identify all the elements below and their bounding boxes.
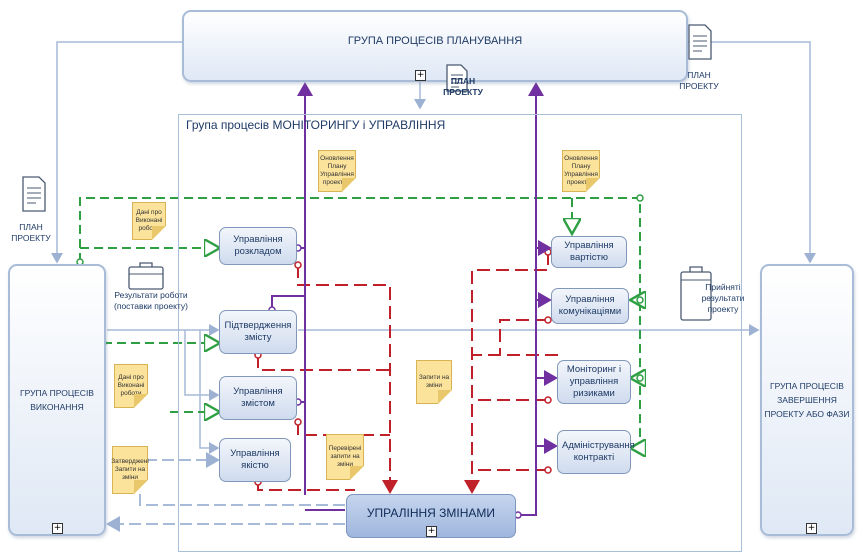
closing-expand-icon[interactable]: + xyxy=(806,523,817,534)
note-plan-update-right: Оновлення Плану Управління проектом xyxy=(562,150,600,192)
note-plan-update-left: Оновлення Плану Управління проектом xyxy=(318,150,356,192)
briefcase-icon xyxy=(680,266,712,321)
document-icon xyxy=(22,176,46,212)
execution-expand-icon[interactable]: + xyxy=(52,523,63,534)
process-label: Моніторинг і управління ризиками xyxy=(566,364,622,399)
monitoring-control-title: Група процесів МОНІТОРИНГУ і УПРАВЛІННЯ xyxy=(186,118,446,132)
planning-expand-icon[interactable]: + xyxy=(415,70,426,81)
process-scope-validation[interactable]: Підтвердження змісту xyxy=(219,310,297,354)
closing-process-group[interactable]: ГРУПА ПРОЦЕСІВ ЗАВЕРШЕННЯ ПРОЕКТУ АБО ФА… xyxy=(760,264,854,536)
process-cost-control[interactable]: Управління вартістю xyxy=(551,236,627,268)
note-work-data-top: Дані про Виконані роботи xyxy=(132,202,166,240)
note-change-requests: Запити на зміни xyxy=(416,360,452,404)
execution-title: ГРУПА ПРОЦЕСІВ ВИКОНАННЯ xyxy=(20,388,94,412)
process-label: Управління розкладом xyxy=(233,234,283,257)
process-label: Управління вартістю xyxy=(564,240,614,263)
closing-title: ГРУПА ПРОЦЕСІВ ЗАВЕРШЕННЯ ПРОЕКТУ АБО ФА… xyxy=(764,381,850,419)
note-work-data-left: Дані про Виконані роботи xyxy=(114,364,148,408)
briefcase-icon xyxy=(128,262,164,290)
plan-top-center-label: ПЛАН ПРОЕКТУ xyxy=(443,76,483,97)
note-verified-requests: Перевірені запити на зміни xyxy=(326,434,364,480)
process-contract-administration[interactable]: Адміністрування контракті xyxy=(557,430,635,474)
planning-process-group[interactable]: ГРУПА ПРОЦЕСІВ ПЛАНУВАННЯ xyxy=(182,10,688,82)
process-label: Підтвердження змісту xyxy=(224,320,292,343)
change-control-box[interactable]: УПРАЛІННЯ ЗМІНАМИ xyxy=(346,494,516,538)
process-label: Управління якістю xyxy=(230,448,280,471)
process-quality-control[interactable]: Управління якістю xyxy=(219,438,291,482)
document-icon xyxy=(688,24,712,60)
purple-connectors xyxy=(271,82,558,516)
process-label: Управління змістом xyxy=(233,386,283,409)
process-schedule-control[interactable]: Управління розкладом xyxy=(219,227,297,265)
change-control-expand-icon[interactable]: + xyxy=(426,526,437,537)
plan-top-right-label: ПЛАН ПРОЕКТУ xyxy=(679,70,719,91)
process-risk-monitoring[interactable]: Моніторинг і управління ризиками xyxy=(557,360,631,404)
process-communications-control[interactable]: Управління комунікаціями xyxy=(551,288,629,324)
execution-process-group[interactable]: ГРУПА ПРОЦЕСІВ ВИКОНАННЯ xyxy=(8,264,106,536)
note-approved-requests: Затверджені Запити на зміни xyxy=(111,446,149,494)
planning-title: ГРУПА ПРОЦЕСІВ ПЛАНУВАННЯ xyxy=(347,35,523,47)
process-scope-control[interactable]: Управління змістом xyxy=(219,376,297,420)
work-results-label: Результати роботи (поставки проекту) xyxy=(114,290,188,311)
blue-connectors xyxy=(51,41,816,454)
accepted-results-label: Прийняті результати проекту xyxy=(701,282,745,314)
process-label: Управління комунікаціями xyxy=(558,294,622,317)
process-label: Адміністрування контракті xyxy=(562,440,635,463)
plan-left-label: ПЛАН ПРОЕКТУ xyxy=(11,222,51,243)
document-icon xyxy=(446,64,468,92)
change-control-title: УПРАЛІННЯ ЗМІНАМИ xyxy=(366,505,496,520)
